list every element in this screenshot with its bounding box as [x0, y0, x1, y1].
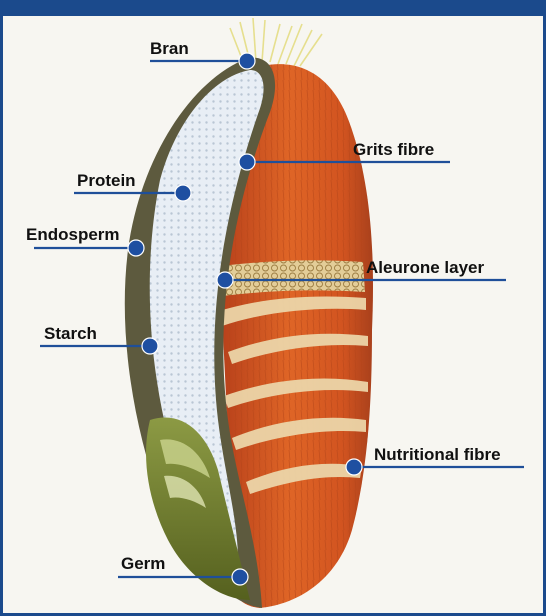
aleurone-layer-label: Aleurone layer: [366, 258, 484, 277]
bran-label: Bran: [150, 39, 189, 58]
protein-marker: [175, 185, 191, 201]
grits-fibre-label: Grits fibre: [353, 140, 434, 159]
starch-label: Starch: [44, 324, 97, 343]
nutritional-fibre-label: Nutritional fibre: [374, 445, 501, 464]
protein-label: Protein: [77, 171, 136, 190]
germ-marker: [232, 569, 248, 585]
bran-marker: [239, 53, 255, 69]
endosperm-label: Endosperm: [26, 225, 120, 244]
nutritional-fibre-marker: [346, 459, 362, 475]
grits-fibre-marker: [239, 154, 255, 170]
germ-label: Germ: [121, 554, 165, 573]
starch-marker: [142, 338, 158, 354]
endosperm-marker: [128, 240, 144, 256]
aleurone-marker: [217, 272, 233, 288]
